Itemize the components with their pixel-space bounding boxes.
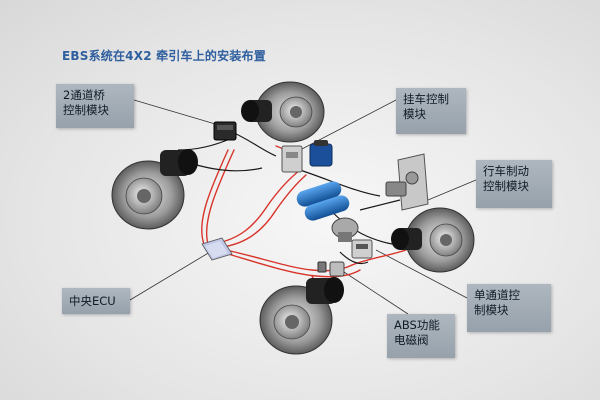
wiring-harness (201, 145, 407, 301)
rear-left-brake-assembly (259, 277, 344, 355)
central-ecu-part (201, 237, 233, 261)
leader-axle-module (133, 99, 223, 127)
label-text: 控制模块 (63, 103, 109, 117)
axle-control-module-part (213, 121, 237, 141)
label-text: 单通道控 (474, 288, 520, 302)
diagram-title: EBS系统在4X2 牵引车上的安装布置 (62, 49, 266, 63)
label-text: 行车制动 (483, 164, 529, 178)
rear-right-brake-assembly (391, 207, 475, 273)
air-tanks (296, 140, 350, 221)
label-abs-valve: ABS功能 电磁阀 (387, 314, 455, 358)
label-text: ABS功能 (394, 318, 440, 332)
trailer-control-module-part (281, 145, 303, 173)
leader-abs-valve (343, 271, 409, 315)
front-left-brake-assembly (111, 149, 198, 230)
label-brake-control-module: 行车制动 控制模块 (476, 160, 552, 208)
label-axle-control-module: 2通道桥 控制模块 (56, 84, 134, 128)
leader-lines (129, 99, 477, 315)
leader-single-module (375, 249, 468, 299)
label-trailer-control-module: 挂车控制 模块 (396, 88, 466, 134)
label-text: 控制模块 (483, 179, 529, 193)
brake-pedal-module-part (385, 153, 429, 211)
relay-valve (331, 217, 359, 242)
label-text: 2通道桥 (63, 88, 105, 102)
cables (177, 131, 401, 265)
label-text: 挂车控制 (403, 92, 449, 106)
label-text: 制模块 (474, 303, 509, 317)
leader-brake-module (427, 179, 477, 201)
front-right-brake-assembly (241, 81, 325, 143)
label-text: 模块 (403, 107, 426, 121)
label-text: 电磁阀 (394, 333, 429, 347)
leader-central-ecu (129, 251, 211, 301)
label-single-channel-module: 单通道控 制模块 (467, 284, 551, 332)
label-central-ecu: 中央ECU (62, 288, 130, 314)
abs-valve-part (317, 261, 345, 277)
single-channel-module-part (351, 239, 373, 259)
label-text: 中央ECU (69, 294, 116, 308)
